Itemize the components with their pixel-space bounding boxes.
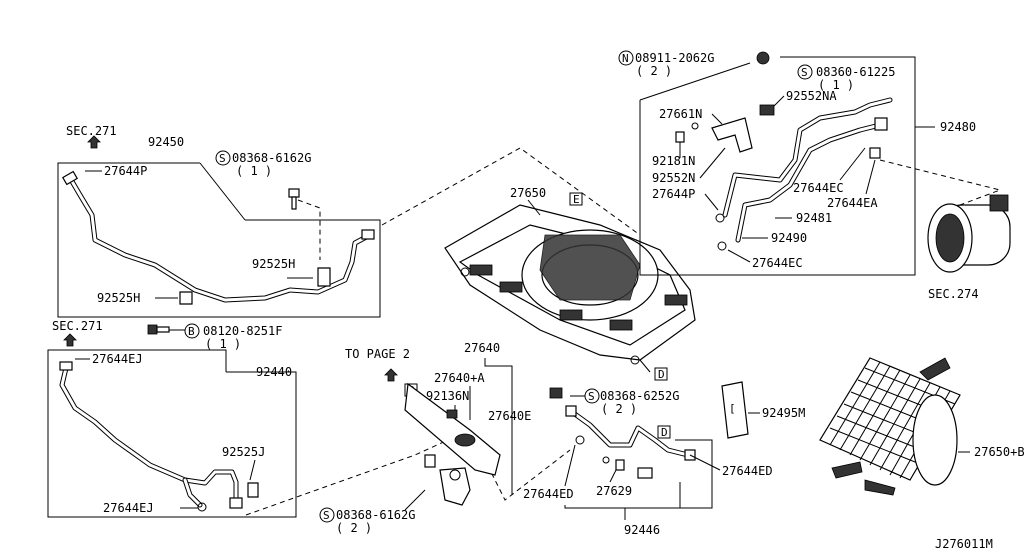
- circle-s-icon-2: [319, 507, 335, 523]
- label-08368-6162G-bottom: 08368-6162G: [336, 508, 415, 522]
- condenser-core-grid: [819, 357, 961, 496]
- label-27644ED-right: 27644ED: [722, 464, 773, 478]
- circle-s-icon-3: [797, 64, 813, 80]
- label-27644EJ-top: 27644EJ: [92, 352, 143, 366]
- label-08120-8251F: 08120-8251F: [203, 324, 282, 338]
- label-92525H-b: 92525H: [97, 291, 140, 305]
- label-qty-1c: ( 1 ): [818, 78, 854, 92]
- label-27629: 27629: [596, 484, 632, 498]
- label-08368-6162G-top: 08368-6162G: [232, 151, 311, 165]
- label-27640: 27640: [464, 341, 500, 355]
- label-92450: 92450: [148, 135, 184, 149]
- label-92495M: 92495M: [762, 406, 805, 420]
- label-92481: 92481: [796, 211, 832, 225]
- ref-e-letter: E: [573, 193, 580, 206]
- label-27644P-right: 27644P: [652, 187, 695, 201]
- bracket-part: [424, 454, 471, 506]
- ref-d-top-box: [654, 367, 668, 381]
- label-27644EJ-bottom: 27644EJ: [103, 501, 154, 515]
- label-sec274: SEC.274: [928, 287, 979, 301]
- label-27640A: 27640+A: [434, 371, 485, 385]
- circle-n-icon: [618, 50, 634, 66]
- label-qty-1a: ( 1 ): [236, 164, 272, 178]
- label-92525H-a: 92525H: [252, 257, 295, 271]
- label-27650: 27650: [510, 186, 546, 200]
- group-92440: SEC.271 27644EJ 92440 92525J 27644EJ: [47, 319, 297, 518]
- group-92480: N 08911-2062G ( 2 ) S 08360-61225 ( 1 ) …: [618, 50, 976, 276]
- label-27644EC-a: 27644EC: [793, 181, 844, 195]
- bolt-b-group: B 08120-8251F ( 1 ): [147, 323, 282, 351]
- label-92181N: 92181N: [652, 154, 695, 168]
- label-qty-1b: ( 1 ): [205, 337, 241, 351]
- label-qty-2c: ( 2 ): [601, 402, 637, 416]
- label-27644EA: 27644EA: [827, 196, 878, 210]
- group-92450: SEC.271 92450 27644P S 08368-6162G ( 1 )…: [57, 124, 381, 318]
- label-sec271-top: SEC.271: [66, 124, 117, 138]
- bolt-icon: [288, 188, 300, 210]
- compressor-part: [927, 194, 1011, 273]
- label-to-page-2: TO PAGE 2: [345, 347, 410, 361]
- nut-icon: [756, 51, 770, 65]
- arrow-up-icon-2: [63, 333, 77, 347]
- label-27644ED-left: 27644ED: [523, 487, 574, 501]
- label-92136N: 92136N: [426, 389, 469, 403]
- label-92480: 92480: [940, 120, 976, 134]
- label-92525J: 92525J: [222, 445, 265, 459]
- circle-n-letter: N: [622, 52, 629, 65]
- ref-e-box: [569, 192, 583, 206]
- ref-d-bottom-letter: D: [661, 426, 668, 439]
- label-sec271-bottom: SEC.271: [52, 319, 103, 333]
- label-92440: 92440: [256, 365, 292, 379]
- condenser-fan-assembly: [444, 204, 696, 365]
- label-27650B: 27650+B: [974, 445, 1024, 459]
- label-92446: 92446: [624, 523, 660, 537]
- label-27644EC-b: 27644EC: [752, 256, 803, 270]
- arrow-up-icon-3: [384, 368, 398, 382]
- label-08911-2062G: 08911-2062G: [635, 51, 714, 65]
- label-plate-part: [: [721, 381, 749, 439]
- circle-s-letter: S: [219, 152, 226, 165]
- label-92552N: 92552N: [652, 171, 695, 185]
- label-08368-6252G: 08368-6252G: [600, 389, 679, 403]
- label-qty-2a: ( 2 ): [336, 521, 372, 535]
- label-08360-61225: 08360-61225: [816, 65, 895, 79]
- arrow-up-icon: [87, 135, 101, 149]
- seal-strip: [404, 382, 501, 476]
- label-27644P-left: 27644P: [104, 164, 147, 178]
- svg-text:[: [: [729, 402, 736, 415]
- ref-d-top-letter: D: [658, 368, 665, 381]
- label-27640E: 27640E: [488, 409, 531, 423]
- circle-b-letter: B: [188, 325, 195, 338]
- circle-s-icon: [215, 150, 231, 166]
- label-92490: 92490: [771, 231, 807, 245]
- diagram-id: J276011M: [935, 537, 993, 551]
- ref-d-bottom-box: [657, 425, 671, 439]
- label-27661N: 27661N: [659, 107, 702, 121]
- circle-b-icon: [184, 323, 200, 339]
- circle-s-letter-3: S: [801, 66, 808, 79]
- circle-s-letter-2: S: [323, 509, 330, 522]
- label-qty-2b: ( 2 ): [636, 64, 672, 78]
- label-92552NA: 92552NA: [786, 89, 837, 103]
- circle-s-letter-4: S: [588, 390, 595, 403]
